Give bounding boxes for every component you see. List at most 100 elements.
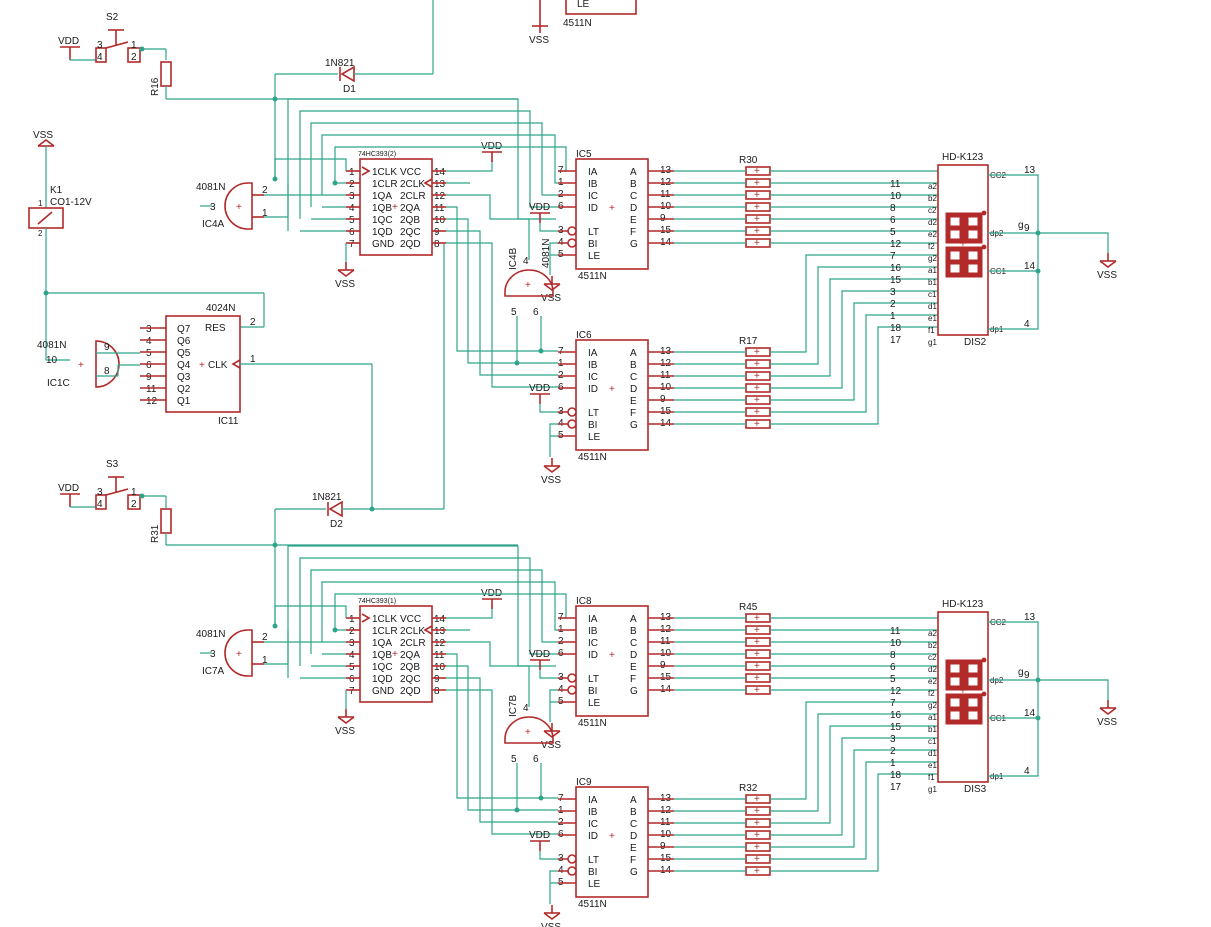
vss-symbol: VSS: [335, 262, 355, 290]
display-pin-number: 15: [890, 722, 902, 733]
pin-label: LE: [588, 879, 601, 890]
ic-body: [575, 786, 649, 898]
pin-label: ID: [588, 384, 598, 395]
display-pin-number: 10: [890, 191, 902, 202]
pin-label: IA: [588, 167, 598, 178]
gate-pin: 3: [210, 649, 216, 660]
display-name: DIS3: [964, 784, 987, 795]
counter-74hc393-bot: 74HC393(1)+1CLK11CLR21QA31QB41QC51QD6GND…: [346, 598, 446, 703]
resistor-origin: +: [754, 866, 760, 877]
resistor-origin: +: [754, 202, 760, 213]
gate-body: [224, 182, 253, 230]
svg-text:10: 10: [46, 355, 58, 366]
resistor-origin: +: [754, 673, 760, 684]
junction: [538, 348, 544, 354]
pin-number: 8: [434, 239, 440, 250]
resistor-label: R32: [739, 783, 758, 794]
pin-label: 1QB: [372, 650, 392, 661]
pin-label: E: [630, 662, 637, 673]
display-pin-number: 2: [890, 299, 896, 310]
gate-pin: 2: [262, 185, 268, 196]
junction: [514, 360, 520, 366]
wire: [446, 230, 558, 376]
vdd-symbol: VDD: [481, 588, 502, 609]
display-pin-label: g2: [928, 254, 937, 263]
resistor-origin: +: [754, 395, 760, 406]
segment-dp: [981, 691, 987, 697]
pin-number: 1: [349, 167, 355, 178]
wire: [446, 206, 558, 352]
vdd-label: VDD: [529, 202, 550, 213]
display-pin-label: f1: [928, 326, 935, 335]
wire: [446, 689, 558, 835]
pin-label: GND: [372, 239, 394, 250]
wire: [549, 423, 558, 437]
pin-label: 1CLK: [372, 614, 397, 625]
display-pin-label: b2: [928, 194, 937, 203]
display-pin-number: 2: [890, 746, 896, 757]
counter-output-label: Q4: [177, 360, 191, 371]
wire: [299, 110, 558, 219]
pin-number: 2: [349, 179, 355, 190]
pin-label: D: [630, 650, 637, 661]
wire: [539, 404, 558, 413]
resistor-array-r32: R32+++++++: [739, 783, 771, 877]
display-pin-number: 6: [890, 215, 896, 226]
vss-symbol: VSS: [541, 276, 561, 304]
counter-output-pin: 6: [146, 360, 152, 371]
wire: [287, 545, 556, 678]
invert-bubble: [567, 238, 577, 248]
segment-dp: [981, 210, 987, 216]
gate-pin: 6: [533, 754, 539, 765]
pin-label: LT: [588, 855, 599, 866]
pin-label: A: [630, 167, 637, 178]
display-body: [937, 611, 989, 783]
vss-symbol: VSS: [335, 709, 355, 737]
display-net-label: g: [1018, 220, 1024, 231]
vdd-label: VDD: [58, 36, 79, 47]
wire: [446, 194, 530, 260]
counter-output-label: Q7: [177, 324, 191, 335]
vdd-symbol: VDD: [529, 202, 550, 223]
wire: [770, 278, 938, 377]
pin-label: B: [630, 360, 637, 371]
wire: [988, 621, 1039, 777]
wire: [988, 174, 1039, 330]
wire: [770, 749, 938, 848]
vss-label: VSS: [541, 922, 561, 927]
switch-s3[interactable]: S3 3 4 1 2: [70, 459, 141, 510]
vss-label: VSS: [541, 293, 561, 304]
display-pin-number: 12: [890, 239, 902, 250]
wire: [770, 713, 938, 812]
ic-body: [575, 339, 649, 451]
junction: [332, 627, 338, 633]
svg-text:+: +: [199, 360, 205, 371]
wire: [321, 581, 558, 642]
pin-label: IB: [588, 360, 598, 371]
pin-label: BI: [588, 420, 597, 431]
display-pin-label: d2: [928, 218, 937, 227]
pin-number: 6: [349, 674, 355, 685]
resistor-origin: +: [754, 178, 760, 189]
svg-text:CLK: CLK: [208, 360, 228, 371]
counter-74hc393-top: 74HC393(2)+1CLK11CLR21QA31QB41QC51QD6GND…: [346, 151, 446, 256]
display-pin-number: 7: [890, 698, 896, 709]
gate-origin-mark: +: [236, 202, 242, 213]
display-pin-number: 17: [890, 782, 902, 793]
wire: [770, 314, 938, 413]
pin-number: 13: [434, 626, 446, 637]
svg-text:+: +: [78, 360, 84, 371]
switch-s2[interactable]: S2 3 4 1 2: [70, 12, 141, 63]
counter-output-label: Q6: [177, 336, 191, 347]
wire: [446, 641, 530, 707]
gate-body: [504, 716, 554, 744]
wire: [446, 218, 558, 364]
invert-bubble: [567, 866, 577, 876]
display-pin-number: 8: [890, 203, 896, 214]
wire: [770, 701, 938, 800]
wire: [310, 122, 558, 207]
display-pin-number: 16: [890, 263, 902, 274]
ic-part: 4511N: [578, 271, 607, 282]
resistor-origin: +: [754, 238, 760, 249]
ic-origin-mark: +: [609, 650, 615, 661]
